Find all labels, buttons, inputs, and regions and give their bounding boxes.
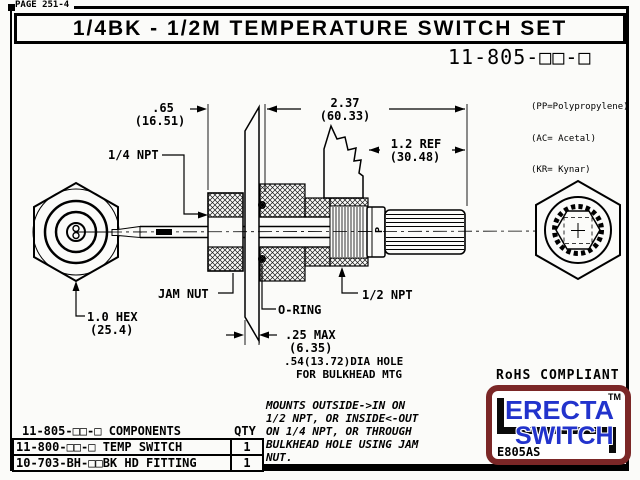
fitting-body <box>259 183 369 282</box>
materials-line: (AC= Acetal) <box>531 133 597 144</box>
label-hex-size-mm: (25.4) <box>90 323 133 337</box>
male-thread-section <box>384 209 466 255</box>
label-o-ring: O-RING <box>278 303 321 317</box>
dim-overall-mm: (60.33) <box>320 109 371 123</box>
broken-wall <box>323 123 364 199</box>
table-cell-part: 11-800-□□-□ TEMP SWITCH <box>16 440 183 454</box>
dim-ref-mm: (30.48) <box>390 150 441 164</box>
materials-note: (PP=Polypropylene) (AC= Acetal) (KR= Kyn… <box>531 81 629 197</box>
brand-erecta: ERECTA <box>505 396 615 425</box>
brand-switch: SWITCH <box>515 422 614 450</box>
logo-bracket-icon <box>497 427 616 434</box>
border-right <box>626 6 629 466</box>
table-header-qty: QTY <box>234 424 256 438</box>
leader-lines <box>72 154 358 317</box>
collar <box>366 206 386 258</box>
title-box: 1/4BK - 1/2M TEMPERATURE SWITCH SET <box>14 13 626 44</box>
bulkhead-plate <box>244 104 260 344</box>
border-top <box>74 6 626 9</box>
rohs-label: RoHS COMPLIANT <box>496 368 620 383</box>
table-header-part: 11-805-□□-□ COMPONENTS <box>22 424 181 438</box>
components-table: 11-800-□□-□ TEMP SWITCH 1 10-703-BH-□□BK… <box>12 438 264 472</box>
dim-overall: 2.37 <box>331 96 360 110</box>
p-mark: P <box>374 227 385 233</box>
dim-probe-len: .65 <box>152 101 174 115</box>
logo-bracket-icon <box>497 398 504 434</box>
dim-ref: 1.2 REF <box>391 137 442 151</box>
internal-thread <box>329 205 368 259</box>
page-ref: PAGE 251-4 <box>15 0 70 10</box>
table-header: 11-805-□□-□ COMPONENTS QTY <box>22 424 262 438</box>
right-hex-end-view <box>535 179 621 281</box>
materials-line: (PP=Polypropylene) <box>531 102 629 112</box>
dimension-lines <box>190 96 468 345</box>
dim-probe-len-mm: (16.51) <box>135 114 186 128</box>
tm-mark: TM <box>608 392 621 402</box>
left-hex-end-view <box>32 181 142 283</box>
label-hole-dia: .54(13.72)DIA HOLE <box>284 355 403 368</box>
label-panel-max-mm: (6.35) <box>289 341 332 355</box>
table-cell-qty: 1 <box>230 456 262 470</box>
label-panel-max: .25 MAX <box>285 328 336 342</box>
part-number: 11-805-□□-□ <box>448 45 592 69</box>
page-title: 1/4BK - 1/2M TEMPERATURE SWITCH SET <box>72 17 568 40</box>
label-half-npt: 1/2 NPT <box>362 288 413 302</box>
table-row: 11-800-□□-□ TEMP SWITCH 1 <box>14 440 262 456</box>
table-cell-qty: 1 <box>230 440 262 454</box>
model-code: E805AS <box>497 445 541 459</box>
border-bottom <box>10 464 629 471</box>
label-quarter-npt: 1/4 NPT <box>108 148 159 162</box>
table-cell-part: 10-703-BH-□□BK HD FITTING <box>16 456 197 470</box>
centerline <box>107 230 567 233</box>
label-hex-size: 1.0 HEX <box>87 310 138 324</box>
border-left <box>10 6 12 466</box>
mounting-note: MOUNTS OUTSIDE->IN ON 1/2 NPT, OR INSIDE… <box>266 399 419 464</box>
brand-logo: TM ERECTA SWITCH E805AS <box>486 385 631 465</box>
logo-bracket-icon <box>609 427 616 453</box>
label-hole-dia-2: FOR BULKHEAD MTG <box>296 368 402 381</box>
label-jam-nut: JAM NUT <box>158 287 209 301</box>
materials-line: (KR= Kynar) <box>531 165 591 175</box>
table-row: 10-703-BH-□□BK HD FITTING 1 <box>14 456 262 470</box>
